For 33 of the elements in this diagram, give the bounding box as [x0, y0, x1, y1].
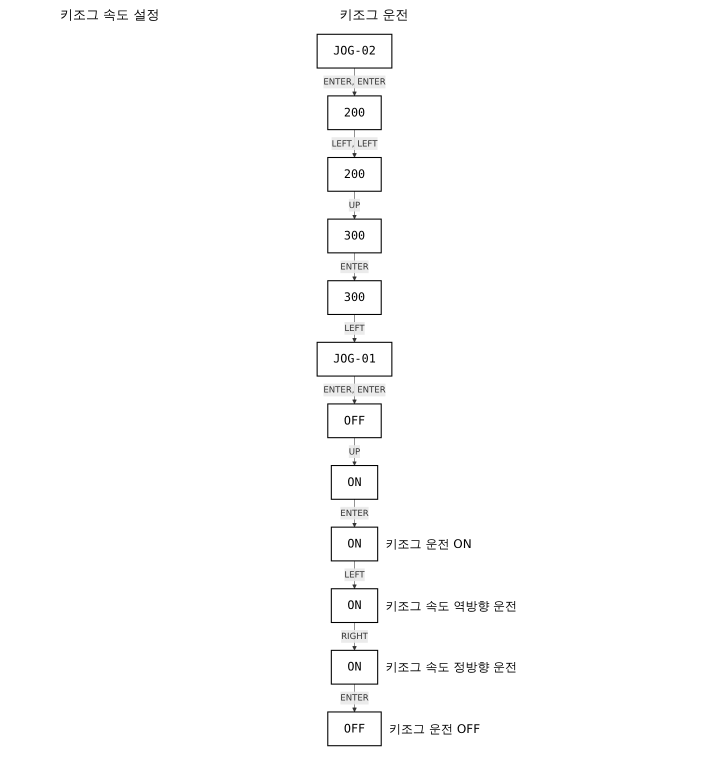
node-caption: 키조그 속도 정방향 운전 [386, 659, 518, 676]
edge-label: UP [348, 446, 360, 456]
node-box: 300 [327, 218, 382, 254]
node-caption: 키조그 운전 ON [386, 536, 472, 554]
node-box: 200 [327, 156, 382, 192]
node-box: JOG-02 [316, 34, 392, 69]
node-box: ON [330, 526, 378, 562]
edge-label: LEFT, LEFT [332, 138, 378, 148]
edge-label: ENTER [340, 261, 369, 272]
node-box: 200 [327, 95, 382, 130]
edge-label: RIGHT [341, 631, 368, 642]
node-box: JOG-01 [316, 342, 392, 377]
edge-label: LEFT [344, 569, 365, 580]
edge-label: ENTER, ENTER [323, 76, 386, 87]
node-caption: 키조그 속도 역방향 운전 [386, 598, 518, 615]
node-box: ON [330, 588, 378, 624]
arrow [352, 314, 357, 343]
column-heading: 키조그 운전 [339, 7, 408, 24]
node-box: 300 [327, 280, 382, 315]
edge-label: ENTER, ENTER [323, 384, 386, 395]
arrow [352, 190, 357, 220]
node-box: ON [330, 650, 378, 685]
node-box: OFF [327, 403, 382, 438]
arrow [352, 560, 357, 589]
edge-label: UP [348, 200, 360, 210]
edge-label: ENTER [340, 692, 369, 703]
edge-label: ENTER [340, 508, 369, 518]
arrow [352, 437, 357, 466]
edge-label: LEFT [344, 323, 365, 334]
node-caption: 키조그 운전 OFF [389, 720, 480, 738]
node-box: ON [330, 465, 378, 500]
column-heading: 키조그 속도 설정 [60, 7, 160, 24]
node-box: OFF [327, 711, 382, 746]
